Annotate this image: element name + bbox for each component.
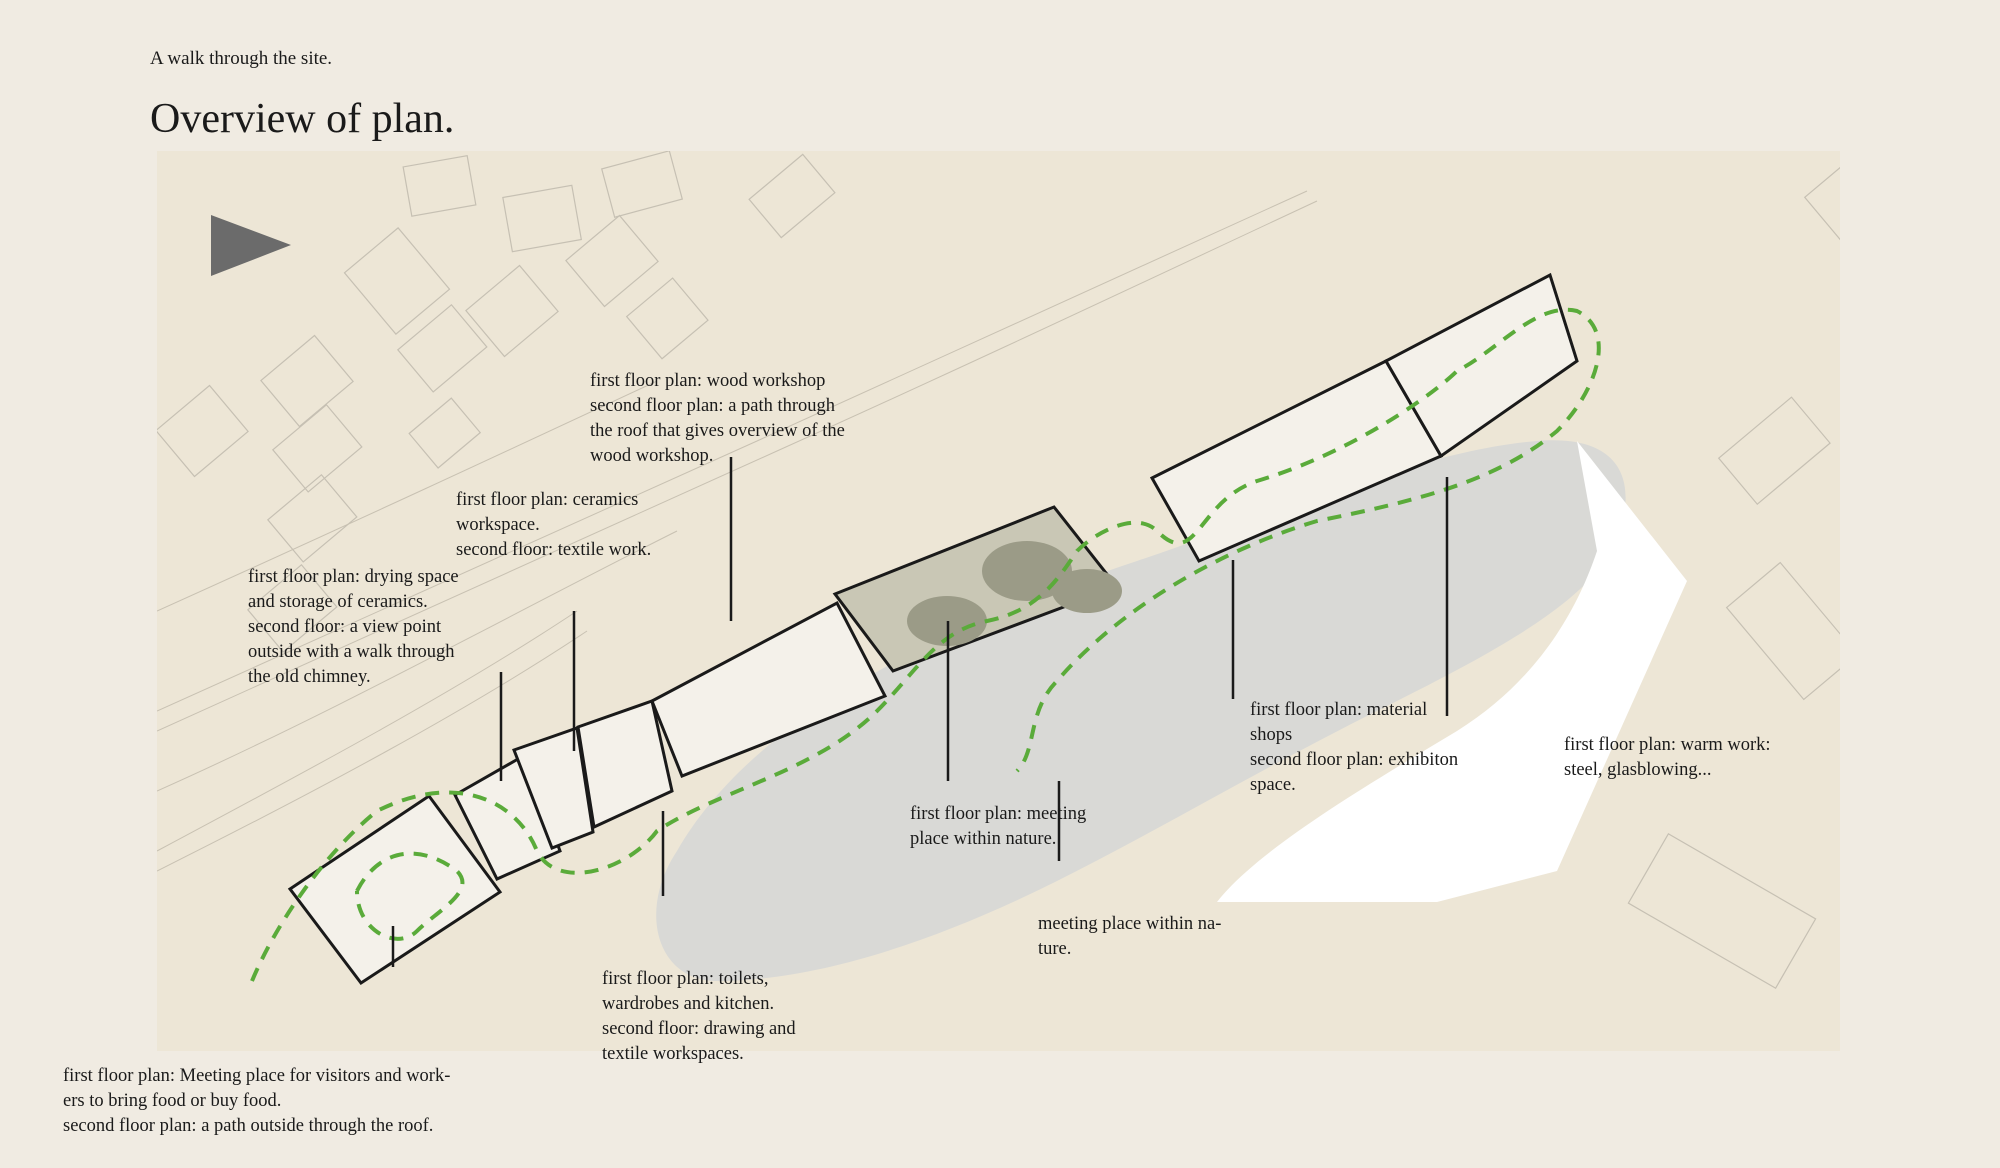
building-ceramics	[512, 725, 595, 850]
building-toilets	[576, 699, 674, 830]
annotation-warm-work: first floor plan: warm work:steel, glasb…	[1564, 735, 1771, 780]
walking-path-loop	[355, 851, 465, 941]
neighbouring-houses	[157, 151, 1840, 989]
triangle-right-icon	[211, 215, 291, 276]
annotation-meeting-food: first floor plan: Meeting place for visi…	[63, 1066, 451, 1136]
leader-lines	[391, 457, 1449, 967]
subtitle: A walk through the site.	[150, 48, 333, 69]
annotation-meeting-na: meeting place within na-ture.	[1038, 914, 1222, 959]
site-plan	[157, 151, 1840, 1051]
white-area	[1217, 441, 1687, 902]
annotation-toilets: first floor plan: toilets,wardrobes and …	[602, 969, 796, 1064]
page-title: Overview of plan.	[150, 96, 455, 142]
lake	[656, 440, 1626, 981]
building-wood	[650, 600, 888, 778]
building-meeting-food	[287, 793, 503, 986]
walking-path	[250, 307, 1601, 982]
